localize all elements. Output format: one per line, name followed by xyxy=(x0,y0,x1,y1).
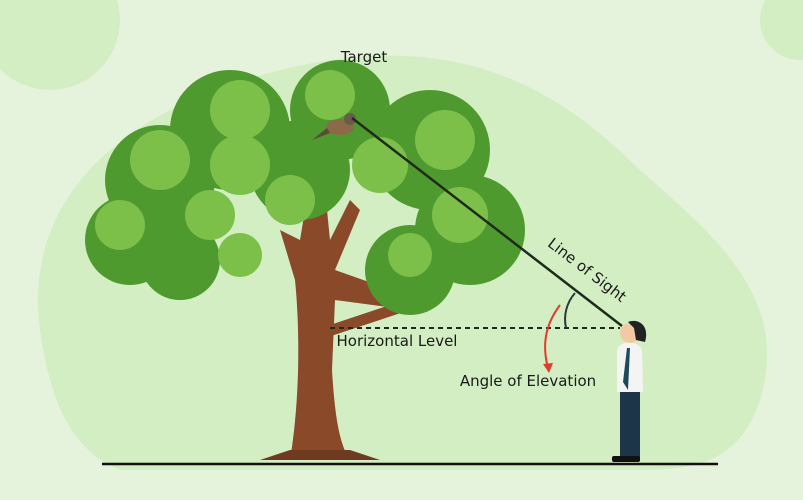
target-label: Target xyxy=(340,48,388,66)
observer-person xyxy=(612,320,647,462)
arrow-head-icon xyxy=(543,363,553,373)
background-blob xyxy=(760,0,803,60)
horizontal-level-label: Horizontal Level xyxy=(337,332,458,350)
line-of-sight xyxy=(351,117,623,327)
background-blob xyxy=(0,0,120,90)
bird-target xyxy=(312,113,356,140)
angle-of-elevation-label: Angle of Elevation xyxy=(460,372,596,390)
tree xyxy=(85,60,525,460)
angle-arrow xyxy=(544,304,561,369)
angle-arc xyxy=(564,292,576,329)
